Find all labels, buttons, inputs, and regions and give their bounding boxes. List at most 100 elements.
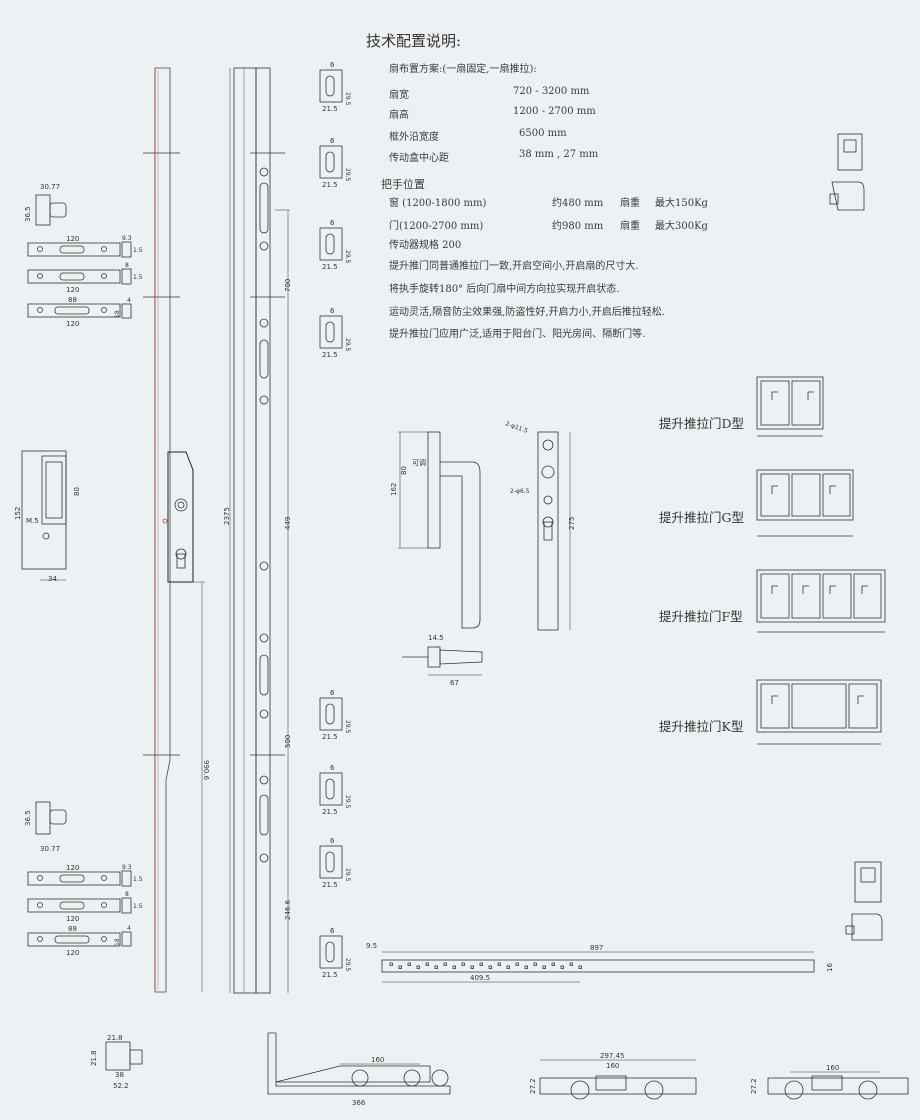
rail-hole — [389, 962, 393, 966]
svg-text:2-φ11.5: 2-φ11.5 — [504, 420, 528, 435]
svg-text:36.5: 36.5 — [24, 206, 32, 222]
svg-text:8: 8 — [125, 262, 129, 269]
spec-note: 运动灵活,隔音防尘效果强,防盗性好,开启力小,开启后推拉轻松. — [389, 307, 665, 318]
svg-text:8: 8 — [125, 891, 129, 898]
lock-strike-plate: 152 80 34 M.5 — [14, 450, 81, 583]
guide-clip-4: 6 29.5 21.5 — [319, 307, 351, 359]
svg-text:可调: 可调 — [412, 458, 426, 467]
svg-text:29.5: 29.5 — [344, 338, 351, 352]
svg-text:152: 152 — [14, 507, 22, 520]
svg-text:21.5: 21.5 — [322, 733, 338, 741]
svg-text:6: 6 — [330, 689, 335, 697]
svg-text:9.3: 9.3 — [122, 864, 132, 871]
svg-text:21.5: 21.5 — [322, 808, 338, 816]
bottom-roller-arm: 160 366 — [267, 1032, 451, 1107]
gear-rail-right: 2375 700 449 500 246.6 — [223, 67, 292, 994]
dim-700: 700 — [284, 279, 292, 292]
guide-clips: 6 29.5 21.5 6 29.5 21.5 6 29.5 21.5 6 29… — [319, 61, 351, 979]
door-type-label-f: 提升推拉门F型 — [659, 609, 743, 624]
svg-text:21.5: 21.5 — [322, 181, 338, 189]
door-type-label-k: 提升推拉门K型 — [659, 719, 744, 734]
svg-text:21.5: 21.5 — [322, 971, 338, 979]
dim-449: 449 — [284, 517, 292, 530]
handle-position-heading: 把手位置 — [381, 178, 425, 191]
window-row-weight: 最大150Kg — [655, 198, 708, 209]
svg-text:162: 162 — [390, 483, 398, 496]
door-row-weight-label: 扇重 — [620, 221, 640, 232]
svg-text:80: 80 — [400, 466, 408, 475]
rail-hole — [407, 962, 411, 966]
svg-text:120: 120 — [66, 320, 79, 328]
svg-text:160: 160 — [606, 1062, 619, 1070]
stud-top: 30.77 36.5 — [24, 183, 67, 226]
dim-246-6: 246.6 — [284, 899, 292, 920]
spec-note: 提升推门同普通推拉门一致,开启空间小,开启扇的尺寸大. — [389, 261, 639, 272]
rail-hole — [434, 965, 438, 969]
rail-hole — [569, 962, 573, 966]
svg-text:6: 6 — [330, 764, 335, 772]
guide-clip-7: 6 29.5 21.5 — [319, 837, 351, 889]
svg-text:9.5: 9.5 — [366, 942, 377, 950]
bottom-roller-carriage-2: 160 27.2 — [750, 1064, 909, 1100]
rail-hole — [398, 965, 402, 969]
spec-row-label: 框外沿宽度 — [389, 132, 439, 143]
guide-clip-5: 6 29.5 21.5 — [319, 689, 351, 741]
stud-bottom: 30.77 36.5 — [24, 801, 67, 853]
svg-text:160: 160 — [826, 1064, 839, 1072]
rail-hole — [533, 962, 537, 966]
window-row-label: 窗 (1200-1800 mm) — [389, 198, 487, 209]
svg-text:27.2: 27.2 — [529, 1078, 537, 1094]
spec-row-label: 扇高 — [389, 110, 409, 121]
svg-text:1.5: 1.5 — [133, 903, 143, 910]
svg-text:6: 6 — [330, 61, 335, 69]
svg-text:29.5: 29.5 — [344, 868, 351, 882]
rail-hole — [488, 965, 492, 969]
rail-hole — [470, 965, 474, 969]
rail-hole — [506, 965, 510, 969]
handle-side-view: 162 80 可调 — [390, 431, 481, 629]
svg-text:38: 38 — [115, 1071, 124, 1079]
spec-note: 提升推拉门应用广泛,适用于阳台门、阳光房间、隔断门等. — [389, 329, 646, 340]
svg-text:4: 4 — [127, 297, 131, 304]
svg-text:120: 120 — [66, 864, 79, 872]
rail-hole — [542, 965, 546, 969]
svg-text:1.5: 1.5 — [133, 247, 143, 254]
svg-text:29.5: 29.5 — [344, 720, 351, 734]
window-row-weight-label: 扇重 — [620, 198, 640, 209]
svg-text:21.8: 21.8 — [90, 1050, 98, 1066]
svg-text:16: 16 — [826, 963, 834, 972]
svg-text:120: 120 — [66, 235, 79, 243]
door-type-label-g: 提升推拉门G型 — [659, 510, 744, 525]
svg-text:1.5: 1.5 — [133, 274, 143, 281]
rail-hole — [416, 965, 420, 969]
svg-text:67: 67 — [450, 679, 459, 687]
corner-drive-top — [829, 133, 865, 211]
guide-clip-6: 6 29.5 21.5 — [319, 764, 351, 816]
svg-text:366: 366 — [352, 1099, 366, 1107]
svg-text:M.5: M.5 — [26, 517, 39, 525]
svg-text:2-φ6.5: 2-φ6.5 — [510, 488, 530, 495]
svg-text:6: 6 — [330, 307, 335, 315]
rail-hole — [515, 962, 519, 966]
svg-text:18: 18 — [114, 310, 121, 318]
gear-rail-left: 990.6 — [143, 67, 210, 993]
svg-text:88: 88 — [68, 925, 77, 933]
rail-hole — [578, 965, 582, 969]
svg-text:9.3: 9.3 — [122, 235, 132, 242]
svg-text:30.77: 30.77 — [40, 845, 60, 853]
door-type-d-icon — [756, 376, 824, 437]
spec-scheme: 扇布置方案:(一扇固定,一扇推拉): — [389, 64, 537, 75]
door-row-weight: 最大300Kg — [655, 221, 708, 232]
guide-clip-1: 6 29.5 21.5 — [319, 61, 351, 113]
svg-text:21.8: 21.8 — [107, 1034, 123, 1042]
door-type-f-icon — [756, 569, 886, 633]
bottom-bracket: 21.8 21.8 38 52.2 — [90, 1034, 143, 1090]
door-type-k-icon — [756, 679, 882, 745]
svg-text:120: 120 — [66, 949, 79, 957]
svg-text:897: 897 — [590, 944, 603, 952]
spec-row-label: 扇宽 — [389, 90, 409, 101]
svg-text:88: 88 — [68, 296, 77, 304]
door-row-label: 门(1200-2700 mm) — [389, 221, 484, 232]
door-type-g-icon — [756, 469, 854, 537]
